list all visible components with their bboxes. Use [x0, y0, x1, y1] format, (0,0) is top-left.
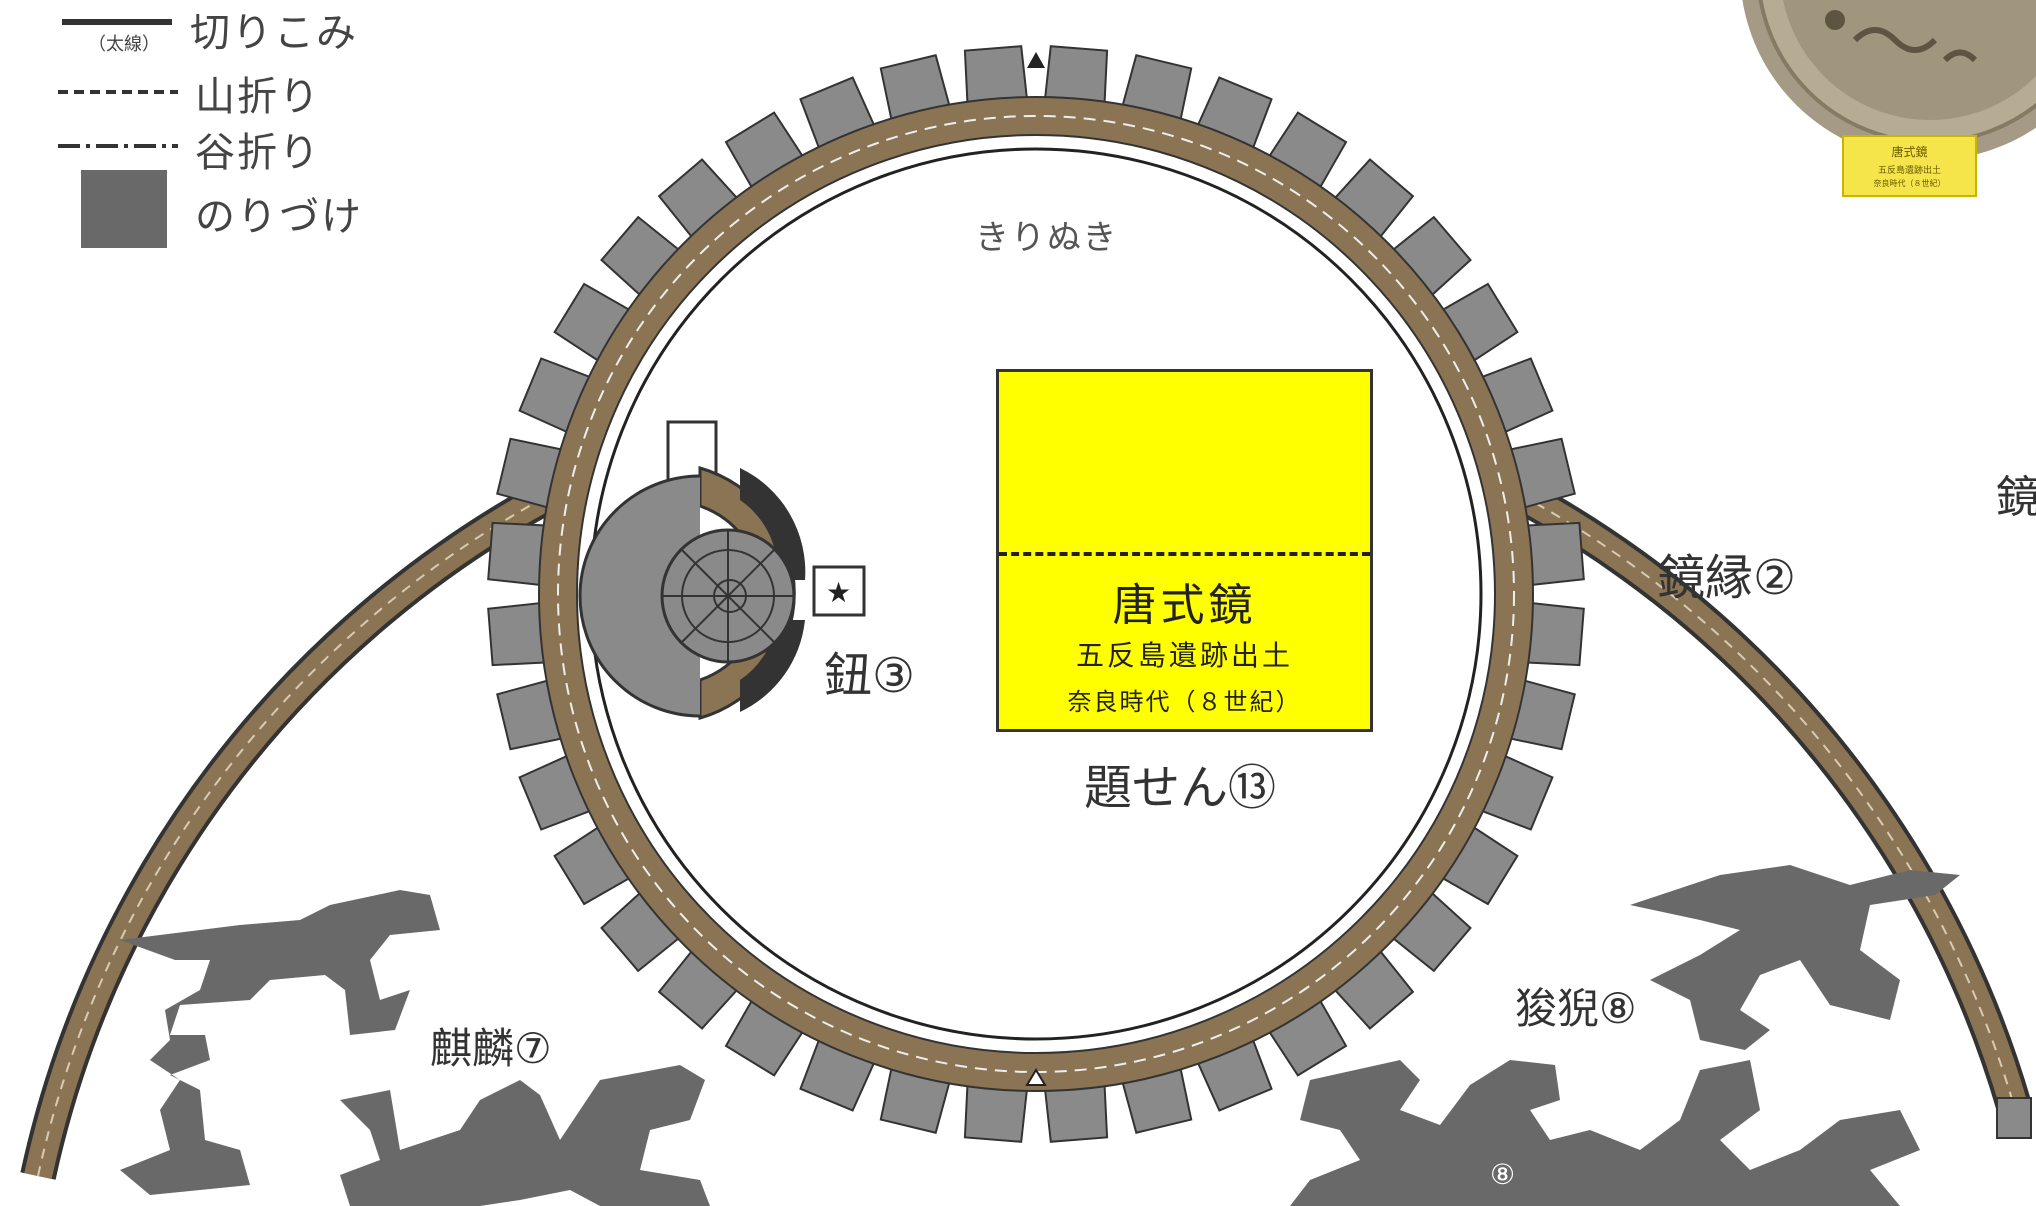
photo-plate-line-1: 五反島遺跡出土: [1877, 166, 1941, 176]
mirror-ring: [487, 45, 1585, 1143]
legend-valley-fold-label: 谷折り: [195, 130, 321, 176]
shishi-glue-shape: [1290, 865, 1960, 1206]
title-plate: 唐式鏡 五反島遺跡出土 奈良時代（８世紀）: [996, 369, 1373, 732]
mirror-rim-label: 鏡縁②: [1657, 550, 1797, 606]
plate-line-1: 五反島遺跡出土: [1075, 639, 1293, 672]
legend-cut-label: 切りこみ: [190, 10, 358, 56]
shishi-mark: ⑧: [1490, 1158, 1515, 1191]
legend-mountain-fold-label: 山折り: [195, 74, 321, 120]
kirin-mark: ⑦: [300, 1167, 325, 1200]
edge-char: 鏡: [1996, 472, 2036, 523]
legend-mountain-fold: 山折り: [195, 64, 321, 122]
knob-part: ★: [578, 420, 866, 720]
plate-title: 唐式鏡: [1112, 580, 1257, 631]
plate-fold-line: [999, 552, 1370, 556]
legend-cut-note: （太線）: [88, 34, 160, 55]
star-mark: ★: [826, 576, 851, 609]
photo-plate: 唐式鏡 五反島遺跡出土 奈良時代（８世紀）: [1842, 135, 1977, 197]
shishi-label: 狻猊⑧: [1515, 984, 1637, 1033]
legend-valley-fold: 谷折り: [195, 120, 321, 178]
legend-glue: のりづけ: [195, 184, 363, 242]
legend-cut: 切りこみ: [190, 0, 358, 58]
knob-label: 鈕③: [824, 648, 916, 704]
kirin-glue-shape: [120, 890, 710, 1206]
photo-plate-line-2: 奈良時代（８世紀）: [1873, 179, 1946, 188]
photo-plate-title: 唐式鏡: [1891, 145, 1928, 159]
legend-glue-label: のりづけ: [195, 194, 363, 240]
legend-symbols: [58, 19, 178, 248]
plate-line-2: 奈良時代（８世紀）: [1067, 688, 1302, 716]
kirin-label: 麒麟⑦: [430, 1024, 552, 1073]
plate-label: 題せん⑬: [1084, 760, 1277, 816]
cutout-label: きりぬき: [975, 218, 1119, 258]
